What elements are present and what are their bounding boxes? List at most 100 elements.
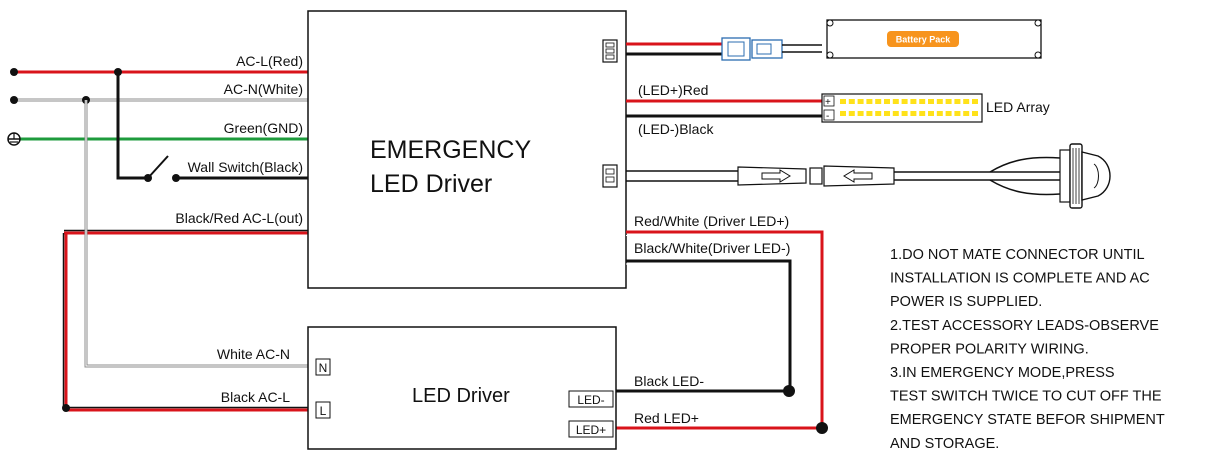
led-cell <box>910 99 917 104</box>
ac-l-out-drop-black <box>62 233 308 409</box>
led-cell <box>945 99 952 104</box>
installation-notes: 1.DO NOT MATE CONNECTOR UNTIL INSTALLATIO… <box>890 247 1165 452</box>
ac-l-out-label: Black/Red AC-L(out) <box>175 210 303 226</box>
led-array-plus: + <box>825 97 831 108</box>
ac-l-label: AC-L(Red) <box>236 53 303 69</box>
led-cell <box>910 111 917 116</box>
battery-socket-icon <box>602 39 618 63</box>
led-cell <box>901 111 908 116</box>
note-line: AND STORAGE. <box>890 436 999 452</box>
note-line: 2.TEST ACCESSORY LEADS-OBSERVE <box>890 318 1159 334</box>
led-cell <box>963 99 970 104</box>
wall-switch-feed <box>116 72 148 180</box>
battery-plug-icon <box>721 37 783 61</box>
pin-n-box <box>315 358 331 376</box>
wall-switch-label: Wall Switch(Black) <box>188 159 303 175</box>
led-cell <box>928 99 934 104</box>
led-cell <box>892 111 899 116</box>
led-cells <box>840 99 978 116</box>
note-line: TEST SWITCH TWICE TO CUT OFF THE <box>890 389 1162 405</box>
led-cell <box>963 111 970 116</box>
test-switch-connector-a <box>737 166 807 186</box>
battery-pack: Battery Pack <box>826 19 1042 59</box>
emergency-driver-title-line2: LED Driver <box>370 170 492 198</box>
led-cell <box>954 111 961 116</box>
driver-led-neg-wire-black <box>616 259 792 393</box>
pin-l-box <box>315 401 331 419</box>
led-cell <box>928 111 934 116</box>
pin-led-neg-box <box>568 390 614 408</box>
driver-led-pos-junction <box>816 422 828 434</box>
led-cell <box>848 99 855 104</box>
ac-l-out-drop-red <box>64 233 308 412</box>
test-switch-button-icon <box>1059 143 1111 209</box>
led-cell <box>866 99 873 104</box>
test-switch-lead-4 <box>989 179 1061 196</box>
led-pos-red-label: (LED+)Red <box>638 82 708 98</box>
note-line: POWER IS SUPPLIED. <box>890 294 1042 310</box>
led-cell <box>919 111 926 116</box>
led-cell <box>954 99 961 104</box>
led-cell <box>972 99 978 104</box>
battery-pack-label: Battery Pack <box>896 35 952 45</box>
wall-switch-lever <box>147 155 169 179</box>
led-cell <box>884 99 890 104</box>
emergency-driver-title-line1: EMERGENCY <box>370 136 531 164</box>
led-cell <box>936 99 943 104</box>
note-line: 3.IN EMERGENCY MODE,PRESS <box>890 365 1115 381</box>
led-cell <box>857 99 864 104</box>
led-array-label: LED Array <box>986 99 1050 115</box>
led-cell <box>840 99 846 104</box>
led-cell <box>848 111 855 116</box>
led-cell <box>919 99 926 104</box>
ac-n-label: AC-N(White) <box>224 81 303 97</box>
driver-led-pos-wire-red <box>616 230 824 430</box>
led-driver-box <box>307 326 617 450</box>
pin-n-label: N <box>319 361 328 375</box>
ac-l-out-junction <box>62 404 70 412</box>
test-switch-connector-b <box>809 165 895 187</box>
led-cell <box>840 111 846 116</box>
pin-led-neg-label: LED- <box>577 393 604 407</box>
led-cell <box>857 111 864 116</box>
led-cell <box>875 99 882 104</box>
driver-led-pos-label: Red/White (Driver LED+) <box>634 213 789 229</box>
white-ac-n-label: White AC-N <box>217 346 290 362</box>
led-cell <box>945 111 952 116</box>
pin-led-pos-box <box>568 420 614 438</box>
black-led-neg-label: Black LED- <box>634 373 704 389</box>
ac-l-terminal <box>10 68 18 76</box>
led-cell <box>875 111 882 116</box>
led-array-minus: - <box>826 111 829 122</box>
pin-led-pos-label: LED+ <box>576 423 606 437</box>
note-line: 1.DO NOT MATE CONNECTOR UNTIL <box>890 247 1145 263</box>
ground-icon <box>7 132 21 146</box>
led-cell <box>972 111 978 116</box>
led-cell <box>892 99 899 104</box>
led-cell <box>901 99 908 104</box>
led-neg-black-label: (LED-)Black <box>638 121 714 137</box>
led-cell <box>884 111 890 116</box>
led-driver-title: LED Driver <box>412 385 510 407</box>
ac-n-terminal <box>10 96 18 104</box>
driver-led-neg-wire-white <box>626 263 788 391</box>
led-cell <box>936 111 943 116</box>
driver-led-neg-label: Black/White(Driver LED-) <box>634 240 790 256</box>
ac-n-drop-core <box>85 100 308 367</box>
gnd-label: Green(GND) <box>224 120 303 136</box>
emergency-driver-box <box>307 10 627 289</box>
note-line: EMERGENCY STATE BEFOR SHIPMENT <box>890 412 1165 428</box>
note-line: INSTALLATION IS COMPLETE AND AC <box>890 271 1150 287</box>
black-ac-l-label: Black AC-L <box>221 389 290 405</box>
driver-led-neg-junction <box>783 385 795 397</box>
test-switch-socket-icon <box>602 164 618 188</box>
battery-pack-label-bg <box>887 31 959 47</box>
pin-l-label: L <box>320 404 327 418</box>
driver-led-pos-wire-white <box>626 235 819 425</box>
led-array: + - <box>821 93 983 123</box>
note-line: PROPER POLARITY WIRING. <box>890 341 1089 357</box>
led-cell <box>866 111 873 116</box>
red-led-pos-label: Red LED+ <box>634 410 699 426</box>
test-switch-lead-3 <box>989 156 1061 173</box>
